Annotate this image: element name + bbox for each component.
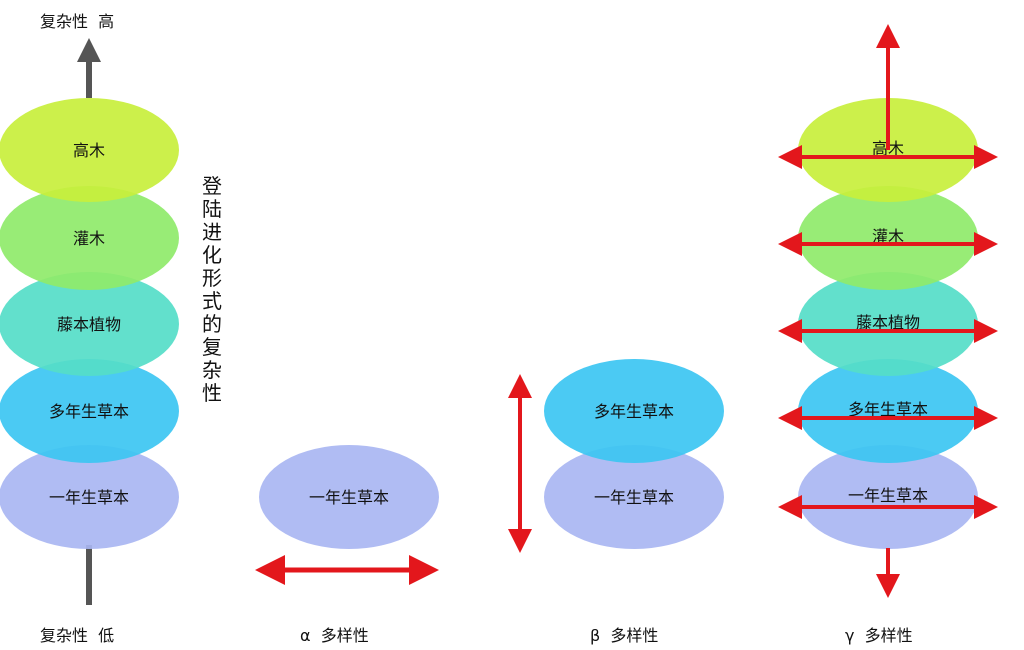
- gamma-caption: γ 多样性: [845, 626, 913, 645]
- layer-shrub-ellipse: [0, 186, 179, 290]
- vertical-caption-char: 进: [202, 220, 222, 244]
- gamma-diversity-group: 高木 灌木 藤本植物 多年生草本 一年生草本 γ 多样性: [778, 24, 998, 645]
- vertical-caption-char: 性: [202, 381, 222, 405]
- complexity-low-label: 复杂性 低: [40, 626, 114, 645]
- alpha-annual-label: 一年生草本: [309, 488, 389, 507]
- complexity-high-label: 复杂性 高: [40, 12, 114, 31]
- vertical-caption-char: 化: [202, 243, 222, 267]
- vertical-caption-char: 的: [202, 312, 222, 336]
- layer-shrub-label: 灌木: [73, 229, 105, 248]
- layer-annual-label: 一年生草本: [49, 488, 129, 507]
- layer-tree-ellipse: [0, 98, 179, 202]
- layer-vine-label: 藤本植物: [57, 315, 121, 334]
- vertical-caption: 登 陆 进 化 形 式 的 复 杂 性: [202, 174, 222, 405]
- beta-diversity-group: 多年生草本 一年生草本 β 多样性: [508, 359, 724, 645]
- beta-perennial-label: 多年生草本: [594, 402, 674, 421]
- layer-annual-ellipse: [0, 445, 179, 549]
- vertical-caption-char: 式: [202, 289, 222, 313]
- beta-annual-ellipse: [544, 445, 724, 549]
- layer-perennial-ellipse: [0, 359, 179, 463]
- vertical-caption-char: 复: [202, 335, 222, 359]
- alpha-diversity-group: 一年生草本 α 多样性: [255, 445, 439, 645]
- alpha-caption: α 多样性: [300, 626, 369, 645]
- vertical-caption-char: 登: [202, 174, 222, 198]
- vertical-caption-char: 形: [202, 266, 222, 290]
- alpha-annual-ellipse: [259, 445, 439, 549]
- layer-perennial-label: 多年生草本: [49, 402, 129, 421]
- layer-tree-label: 高木: [73, 141, 105, 160]
- layer-vine-ellipse: [0, 272, 179, 376]
- vertical-caption-char: 陆: [202, 197, 222, 221]
- gamma-annual-label: 一年生草本: [848, 486, 928, 505]
- vertical-caption-char: 杂: [202, 358, 222, 382]
- beta-caption: β 多样性: [590, 626, 658, 645]
- beta-annual-label: 一年生草本: [594, 488, 674, 507]
- beta-perennial-ellipse: [544, 359, 724, 463]
- complexity-column: 高木 灌木 藤本植物 多年生草本 一年生草本 复杂性 高 复杂性 低: [0, 12, 179, 645]
